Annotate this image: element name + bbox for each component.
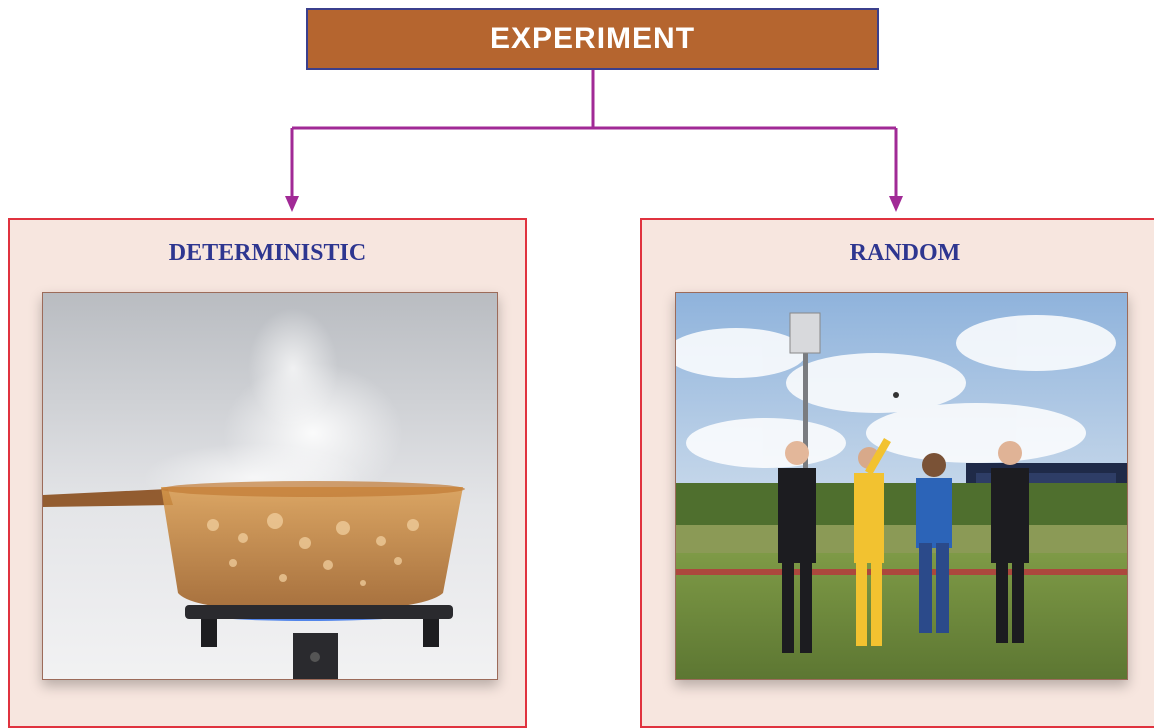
australia-captain (854, 438, 891, 646)
random-panel: RANDOM (640, 218, 1154, 728)
left-arrowhead (285, 196, 299, 212)
experiment-box: EXPERIMENT (306, 8, 879, 70)
experiment-label: EXPERIMENT (489, 22, 696, 55)
presenter (991, 441, 1029, 643)
pan-boiling-water-image (42, 292, 498, 680)
right-arrowhead (889, 196, 903, 212)
tossed-coin (893, 392, 899, 398)
match-referee (778, 441, 816, 653)
india-captain (916, 453, 952, 633)
random-title: RANDOM (849, 240, 961, 266)
deterministic-title: DETERMINISTIC (168, 240, 367, 266)
deterministic-panel: DETERMINISTIC (8, 218, 527, 728)
connector-lines (285, 70, 903, 212)
cricket-coin-toss-image (675, 292, 1128, 680)
